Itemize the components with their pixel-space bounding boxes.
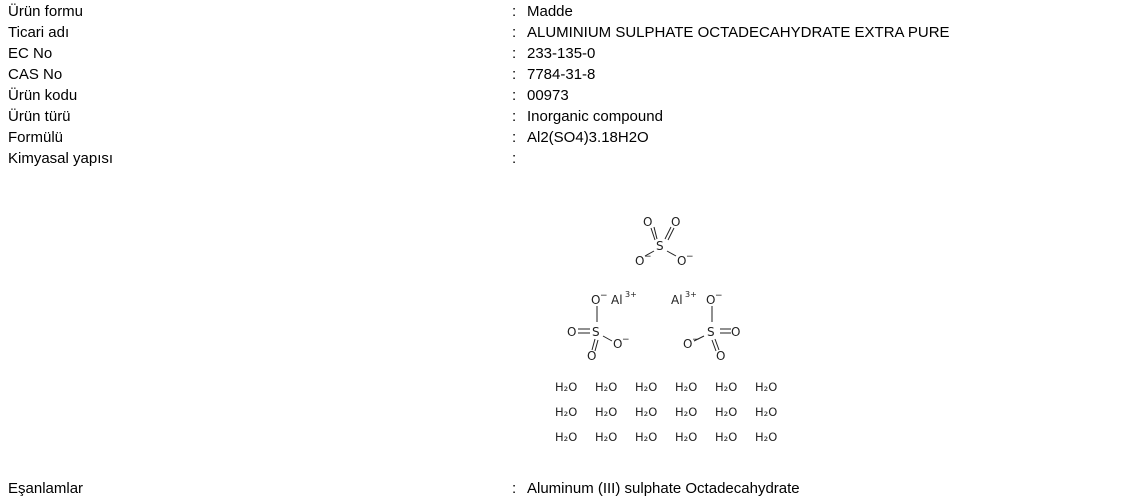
negative-charge: − xyxy=(686,252,694,262)
field-value: Al2(SO4)3.18H2O xyxy=(527,129,649,146)
field-label: Formülü xyxy=(8,129,64,146)
aluminium-charge: 3+ xyxy=(625,290,637,299)
water-molecule: H₂O xyxy=(715,380,737,394)
field-separator: : xyxy=(512,45,517,62)
water-molecule: H₂O xyxy=(675,430,697,444)
field-separator: : xyxy=(512,108,517,125)
aluminium-ion: Al xyxy=(611,293,623,307)
field-label: Ürün türü xyxy=(8,108,71,125)
field-separator: : xyxy=(512,66,517,83)
field-value: 233-135-0 xyxy=(527,45,596,62)
field-label: EC No xyxy=(8,45,53,62)
field-label: Ticari adı xyxy=(8,24,70,41)
water-molecule: H₂O xyxy=(595,405,617,419)
field-row-trade-name: Ticari adı : ALUMINIUM SULPHATE OCTADECA… xyxy=(0,23,1133,43)
field-separator: : xyxy=(512,129,517,146)
oxygen-atom: O xyxy=(567,325,576,339)
negative-charge: − xyxy=(622,335,630,345)
oxygen-atom: O xyxy=(716,349,725,363)
negative-charge: − xyxy=(692,335,700,345)
negative-charge: − xyxy=(644,252,652,262)
oxygen-atom: O xyxy=(591,293,600,307)
field-row-product-form: Ürün formu : Madde xyxy=(0,2,1133,22)
oxygen-atom: O xyxy=(706,293,715,307)
negative-charge: − xyxy=(600,291,608,301)
field-value: Madde xyxy=(527,3,573,20)
water-molecule: H₂O xyxy=(635,405,657,419)
aluminium-ion: Al xyxy=(671,293,683,307)
water-molecule: H₂O xyxy=(675,405,697,419)
field-separator: : xyxy=(512,87,517,104)
water-molecule: H₂O xyxy=(715,430,737,444)
field-label: CAS No xyxy=(8,66,63,83)
oxygen-atom: O xyxy=(613,337,622,351)
field-separator: : xyxy=(512,3,517,20)
field-row-cas-no: CAS No : 7784-31-8 xyxy=(0,65,1133,85)
water-molecule: H₂O xyxy=(755,430,777,444)
field-label: Ürün kodu xyxy=(8,87,78,104)
water-molecule: H₂O xyxy=(755,380,777,394)
field-row-product-type: Ürün türü : Inorganic compound xyxy=(0,107,1133,127)
field-row-formula: Formülü : Al2(SO4)3.18H2O xyxy=(0,128,1133,148)
oxygen-atom: O xyxy=(587,349,596,363)
field-value: Aluminum (III) sulphate Octadecahydrate xyxy=(527,480,800,497)
oxygen-atom: O xyxy=(677,254,686,268)
water-molecule: H₂O xyxy=(555,380,577,394)
water-molecule: H₂O xyxy=(715,405,737,419)
water-molecule: H₂O xyxy=(755,405,777,419)
oxygen-atom: O xyxy=(635,254,644,268)
oxygen-atom: O xyxy=(671,215,680,229)
oxygen-atom: O xyxy=(643,215,652,229)
field-row-product-code: Ürün kodu : 00973 xyxy=(0,86,1133,106)
field-separator: : xyxy=(512,480,517,497)
field-label: Eşanlamlar xyxy=(8,480,84,497)
water-molecule: H₂O xyxy=(675,380,697,394)
field-value: 00973 xyxy=(527,87,569,104)
negative-charge: − xyxy=(715,291,723,301)
field-label: Kimyasal yapısı xyxy=(8,150,114,167)
field-value: 7784-31-8 xyxy=(527,66,596,83)
field-row-chemical-structure: Kimyasal yapısı : xyxy=(0,149,1133,169)
field-value: ALUMINIUM SULPHATE OCTADECAHYDRATE EXTRA… xyxy=(527,24,950,41)
field-value: Inorganic compound xyxy=(527,108,663,125)
water-molecule: H₂O xyxy=(595,380,617,394)
sulfur-atom: S xyxy=(707,325,715,339)
water-molecule: H₂O xyxy=(595,430,617,444)
oxygen-atom: O xyxy=(731,325,740,339)
sulfur-atom: S xyxy=(656,239,664,253)
oxygen-atom: O xyxy=(683,337,692,351)
field-separator: : xyxy=(512,24,517,41)
water-molecule: H₂O xyxy=(555,405,577,419)
field-row-synonyms: Eşanlamlar : Aluminum (III) sulphate Oct… xyxy=(0,479,1133,499)
water-molecule: H₂O xyxy=(635,380,657,394)
chemical-structure-diagram: O O S O − O − O − Al 3+ Al 3+ O − S O O … xyxy=(555,215,777,444)
water-molecule: H₂O xyxy=(555,430,577,444)
sulfur-atom: S xyxy=(592,325,600,339)
chemical-structure-image: O O S O − O − O − Al 3+ Al 3+ O − S O O … xyxy=(555,210,815,465)
field-label: Ürün formu xyxy=(8,3,84,20)
water-molecule: H₂O xyxy=(635,430,657,444)
aluminium-charge: 3+ xyxy=(685,290,697,299)
field-row-ec-no: EC No : 233-135-0 xyxy=(0,44,1133,64)
field-separator: : xyxy=(512,150,517,167)
